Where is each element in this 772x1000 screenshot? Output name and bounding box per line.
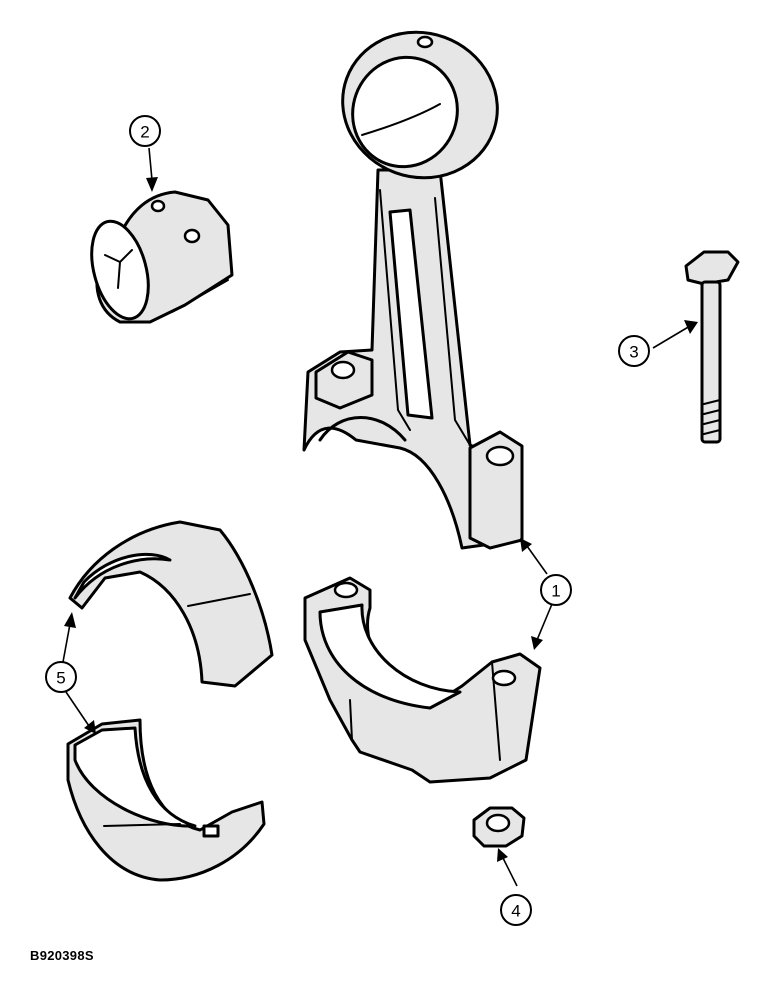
svg-text:3: 3 xyxy=(629,343,638,362)
callout-3: 3 xyxy=(618,335,650,367)
svg-text:4: 4 xyxy=(511,902,520,921)
callout-5: 5 xyxy=(45,661,77,693)
bolt-illustration xyxy=(684,250,740,444)
callout-1: 1 xyxy=(540,574,572,606)
svg-text:5: 5 xyxy=(56,669,65,688)
svg-text:1: 1 xyxy=(551,582,560,601)
callout-4: 4 xyxy=(500,894,532,926)
svg-text:2: 2 xyxy=(140,123,149,142)
lower-bearing-shell-illustration xyxy=(66,718,266,882)
callout-2: 2 xyxy=(129,115,161,147)
connecting-rod-illustration xyxy=(302,30,524,550)
nut-illustration xyxy=(472,806,526,848)
upper-bearing-shell-illustration xyxy=(68,520,274,688)
rod-cap-illustration xyxy=(303,576,542,784)
bushing-illustration xyxy=(90,190,234,324)
leader-arrows xyxy=(62,147,698,887)
figure-code: B920398S xyxy=(30,948,94,963)
